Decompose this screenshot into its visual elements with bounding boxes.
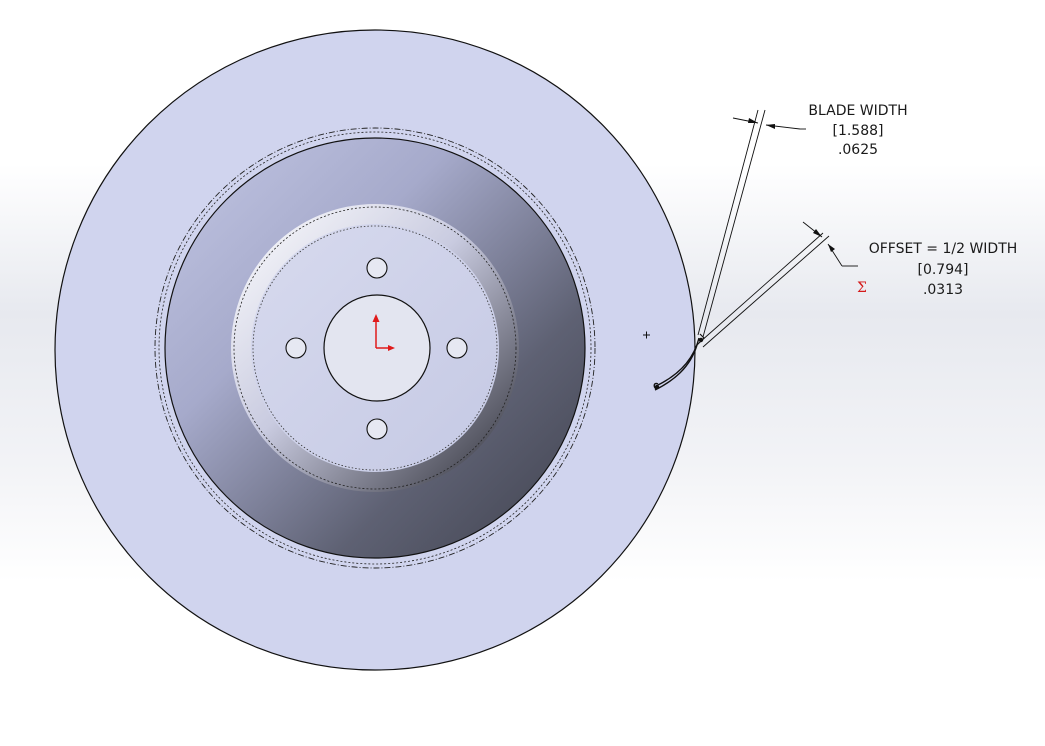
offset-imperial[interactable]: .0313	[923, 282, 963, 298]
hidden-edge-outer	[154, 127, 596, 569]
offset-extension-lines	[699, 232, 830, 348]
sum-relation-icon[interactable]: Σ	[857, 280, 867, 296]
hidden-edge-ridge	[233, 206, 517, 490]
offset-dimension[interactable]	[802, 221, 858, 267]
offset-label[interactable]: OFFSET = 1/2 WIDTH	[869, 241, 1018, 257]
bolt-hole-left[interactable]	[285, 337, 307, 359]
blade-width-extension-lines	[697, 109, 766, 338]
blade-width-metric[interactable]: [1.588]	[832, 123, 883, 139]
blade-width-dimension[interactable]	[732, 117, 806, 130]
offset-metric[interactable]: [0.794]	[917, 262, 968, 278]
origin-icon	[372, 314, 395, 351]
bolt-hole-bottom[interactable]	[366, 418, 388, 440]
sketch-point-icon[interactable]	[643, 331, 650, 339]
hidden-edge-outer-2	[158, 131, 592, 565]
blade-width-label[interactable]: BLADE WIDTH	[808, 103, 907, 119]
bolt-hole-right[interactable]	[446, 337, 468, 359]
bolt-hole-top[interactable]	[366, 257, 388, 279]
blade-width-imperial[interactable]: .0625	[838, 142, 878, 158]
hidden-edge-inner	[252, 225, 498, 471]
